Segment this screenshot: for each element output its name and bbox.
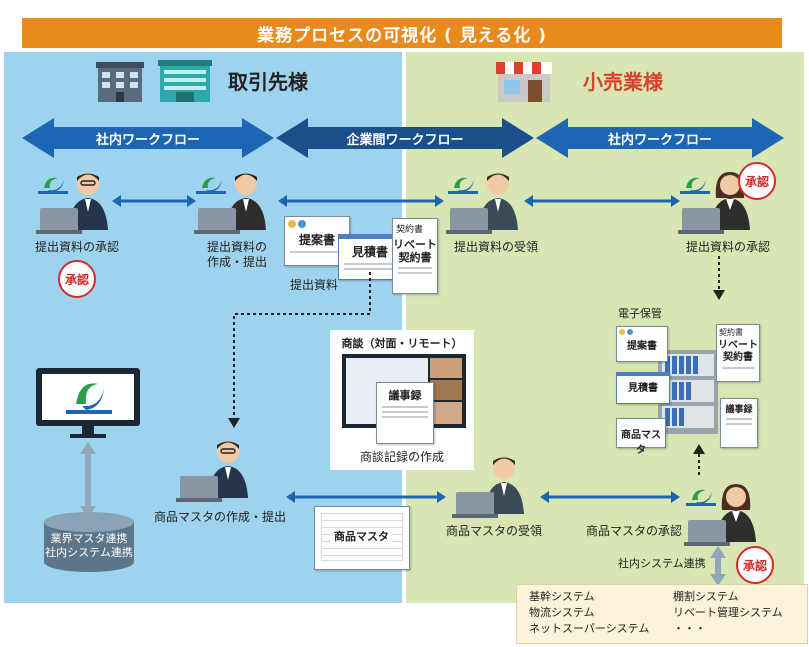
stored-minutes-document: 議事録 bbox=[720, 398, 758, 448]
page-title: 業務プロセスの可視化 ( 見える化 ) bbox=[22, 18, 782, 48]
meeting-title: 商談（対面・リモート） bbox=[341, 337, 463, 350]
product-master-document: 商品マスタ bbox=[314, 506, 410, 570]
supplier-master-creator-person bbox=[176, 436, 258, 502]
integration-label: 社内システム連携 bbox=[618, 557, 706, 570]
arrow-submit-receive bbox=[278, 195, 444, 207]
retailer-master-receiver-person bbox=[452, 452, 534, 518]
c-platform-logo-icon bbox=[38, 174, 72, 200]
step-approve-left-label: 提出資料の承認 bbox=[34, 240, 119, 254]
c-platform-logo-icon bbox=[686, 486, 720, 512]
supplier-title: 取引先様 bbox=[228, 70, 308, 94]
database-icon bbox=[44, 512, 134, 576]
inter-company-workflow-arrow: 企業間ワークフロー bbox=[276, 118, 534, 158]
approval-stamp: 承認 bbox=[738, 162, 776, 200]
dotted-arrow-to-storage bbox=[713, 256, 725, 300]
approval-stamp: 承認 bbox=[736, 546, 774, 584]
retailer-approver-person bbox=[678, 168, 760, 234]
meeting-caption: 商談記録の作成 bbox=[359, 450, 444, 464]
step-receive-label: 提出資料の受領 bbox=[453, 240, 538, 254]
stored-rebate-contract-document: 契約書 リベート 契約書 bbox=[716, 324, 760, 382]
arrow-approve-create bbox=[112, 195, 196, 207]
arrow-master-create-receive bbox=[286, 491, 446, 503]
step-master-receive-label: 商品マスタの受領 bbox=[445, 524, 542, 538]
systems-list-2: 棚割システム リベート管理システム ・・・ bbox=[673, 590, 783, 635]
dotted-arrow-to-master-create bbox=[228, 272, 371, 428]
systems-list-1: 基幹システム 物流システム ネットスーパーシステム bbox=[529, 590, 650, 635]
store-icon bbox=[492, 58, 556, 108]
arrow-receive-approve bbox=[524, 195, 680, 207]
retailer-receiver-person bbox=[446, 168, 528, 234]
file-cabinet-icon bbox=[658, 350, 718, 438]
step-master-create-label: 商品マスタの作成・提出 bbox=[153, 510, 286, 524]
monitor-database-connector bbox=[80, 442, 96, 518]
step-master-approve-label: 商品マスタの承認 bbox=[585, 524, 682, 538]
office-building-icon bbox=[92, 58, 148, 108]
monitor-icon bbox=[36, 368, 140, 442]
stored-estimate-document: 見積書 bbox=[616, 372, 670, 404]
step-approve-right-label: 提出資料の承認 bbox=[685, 240, 770, 254]
stored-product-master-document: 商品マスタ bbox=[616, 418, 666, 456]
dotted-arrow-from-approver-to-storage bbox=[693, 444, 705, 478]
integration-connector bbox=[710, 546, 726, 586]
c-platform-logo-icon bbox=[196, 174, 230, 200]
supplier-creator-person bbox=[194, 168, 276, 234]
retailer-title: 小売業様 bbox=[583, 70, 663, 94]
c-platform-logo-icon bbox=[448, 174, 482, 200]
storage-title: 電子保管 bbox=[618, 307, 662, 320]
step-create-label: 提出資料の 作成・提出 bbox=[206, 240, 267, 269]
submitted-documents: 提案書 見積書 契約書 リベート 契約書 bbox=[284, 216, 438, 296]
retailer-master-approver-person bbox=[684, 480, 766, 546]
arrow-master-receive-approve bbox=[540, 491, 680, 503]
supplier-approver-person bbox=[36, 168, 118, 234]
approval-stamp: 承認 bbox=[58, 260, 96, 298]
database-label: 業界マスタ連携 社内システム連携 bbox=[45, 532, 133, 559]
rebate-contract-document: 契約書 リベート 契約書 bbox=[392, 218, 438, 294]
internal-workflow-arrow-right: 社内ワークフロー bbox=[536, 118, 784, 158]
c-platform-logo-icon bbox=[680, 174, 714, 200]
systems-box: 基幹システム 物流システム ネットスーパーシステム 棚割システム リベート管理シ… bbox=[516, 584, 808, 644]
minutes-document: 議事録 bbox=[376, 382, 434, 444]
submitted-documents-label: 提出資料 bbox=[290, 278, 339, 292]
stored-proposal-document: 提案書 bbox=[616, 326, 668, 362]
factory-building-icon bbox=[156, 58, 214, 108]
internal-workflow-arrow-left: 社内ワークフロー bbox=[22, 118, 274, 158]
